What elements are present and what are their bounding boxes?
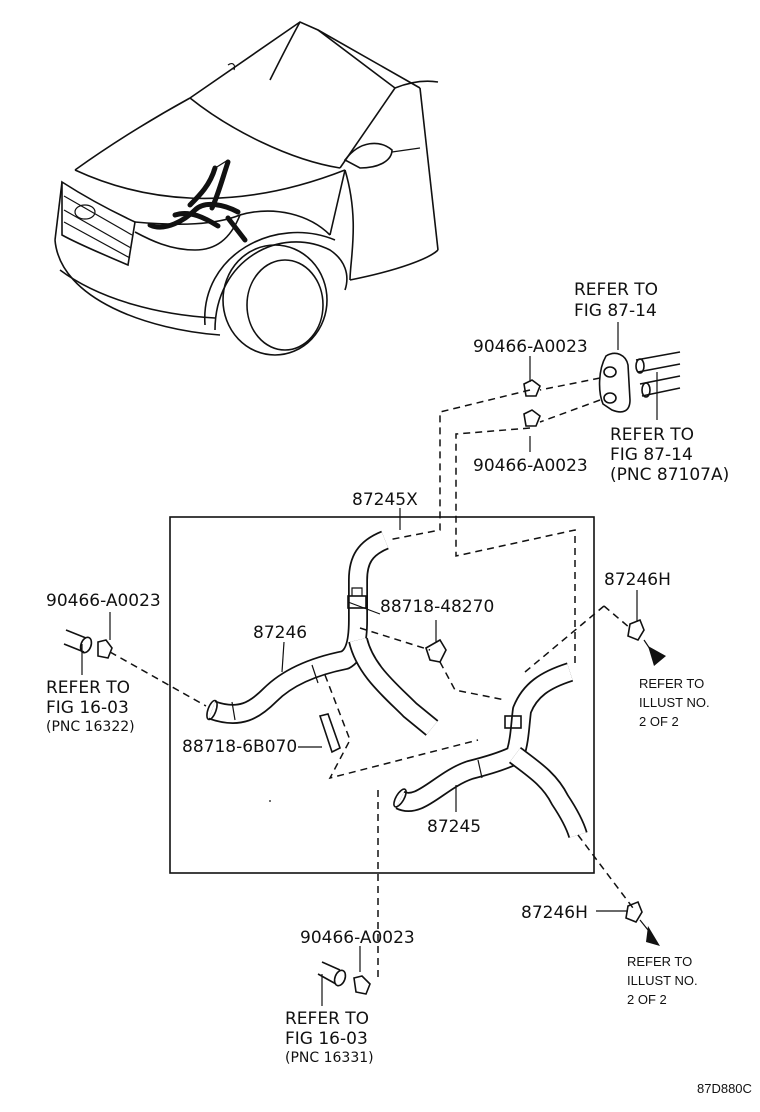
assembly-frame bbox=[169, 516, 595, 874]
valve-right-lower bbox=[625, 900, 660, 946]
ref-line: (PNC 16331) bbox=[285, 1050, 374, 1066]
ref-top-right-2: REFER TO FIG 87-14 (PNC 87107A) bbox=[610, 425, 729, 485]
ref-line: (PNC 16322) bbox=[46, 719, 135, 735]
ref-line: REFER TO bbox=[639, 676, 704, 691]
valve-right-upper bbox=[627, 618, 666, 666]
ref-line: FIG 16-03 bbox=[285, 1029, 368, 1049]
ref-illust-lower: REFER TO ILLUST NO. 2 OF 2 bbox=[627, 954, 698, 1007]
vehicle-illustration bbox=[54, 21, 439, 356]
label-clip-left: 90466-A0023 bbox=[46, 591, 161, 611]
solid-leaders bbox=[81, 322, 658, 1006]
ref-line: REFER TO bbox=[46, 678, 130, 698]
label-assembly: 87245X bbox=[352, 490, 418, 510]
label-hose-87246: 87246 bbox=[253, 623, 307, 643]
label-clamp-88718-6B070: 88718-6B070 bbox=[182, 737, 297, 757]
pipe-bottom bbox=[317, 961, 371, 995]
ref-line: 2 OF 2 bbox=[627, 992, 667, 1007]
label-clip-bottom: 90466-A0023 bbox=[300, 928, 415, 948]
figure-code: 87D880C bbox=[697, 1081, 752, 1096]
ref-line: REFER TO bbox=[627, 954, 692, 969]
ref-line: (PNC 87107A) bbox=[610, 465, 729, 485]
ref-left: REFER TO FIG 16-03 (PNC 16322) bbox=[46, 678, 135, 735]
clip-top-2 bbox=[523, 409, 541, 427]
ref-illust-upper: REFER TO ILLUST NO. 2 OF 2 bbox=[639, 676, 710, 729]
ref-line: FIG 16-03 bbox=[46, 698, 129, 718]
label-hose-87245: 87245 bbox=[427, 817, 481, 837]
hose-87246 bbox=[206, 530, 439, 736]
label-clip-top-1: 90466-A0023 bbox=[473, 337, 588, 357]
ref-line: REFER TO bbox=[574, 280, 658, 300]
ref-line: 2 OF 2 bbox=[639, 714, 679, 729]
label-valve-lower: 87246H bbox=[521, 903, 588, 923]
clamp-bracket-88718-48270 bbox=[425, 620, 447, 663]
leader-lines bbox=[109, 377, 634, 980]
hose-87245 bbox=[393, 662, 588, 839]
label-valve-upper: 87246H bbox=[604, 570, 671, 590]
ref-line: REFER TO bbox=[610, 425, 694, 445]
label-clip-top-2: 90466-A0023 bbox=[473, 456, 588, 476]
clamp-bracket-88718-6B070 bbox=[318, 713, 341, 754]
ref-top-right-1: REFER TO FIG 87-14 bbox=[574, 280, 658, 321]
ref-line: REFER TO bbox=[285, 1009, 369, 1029]
pipe-left bbox=[63, 629, 113, 659]
ref-bottom: REFER TO FIG 16-03 (PNC 16331) bbox=[285, 1009, 374, 1066]
ref-line: FIG 87-14 bbox=[610, 445, 693, 465]
label-clamp-88718-48270: 88718-48270 bbox=[380, 597, 494, 617]
ref-line: ILLUST NO. bbox=[627, 973, 698, 988]
ref-line: FIG 87-14 bbox=[574, 301, 657, 321]
ref-line: ILLUST NO. bbox=[639, 695, 710, 710]
clip-top-1 bbox=[523, 379, 541, 397]
grommet-plate bbox=[598, 351, 681, 413]
